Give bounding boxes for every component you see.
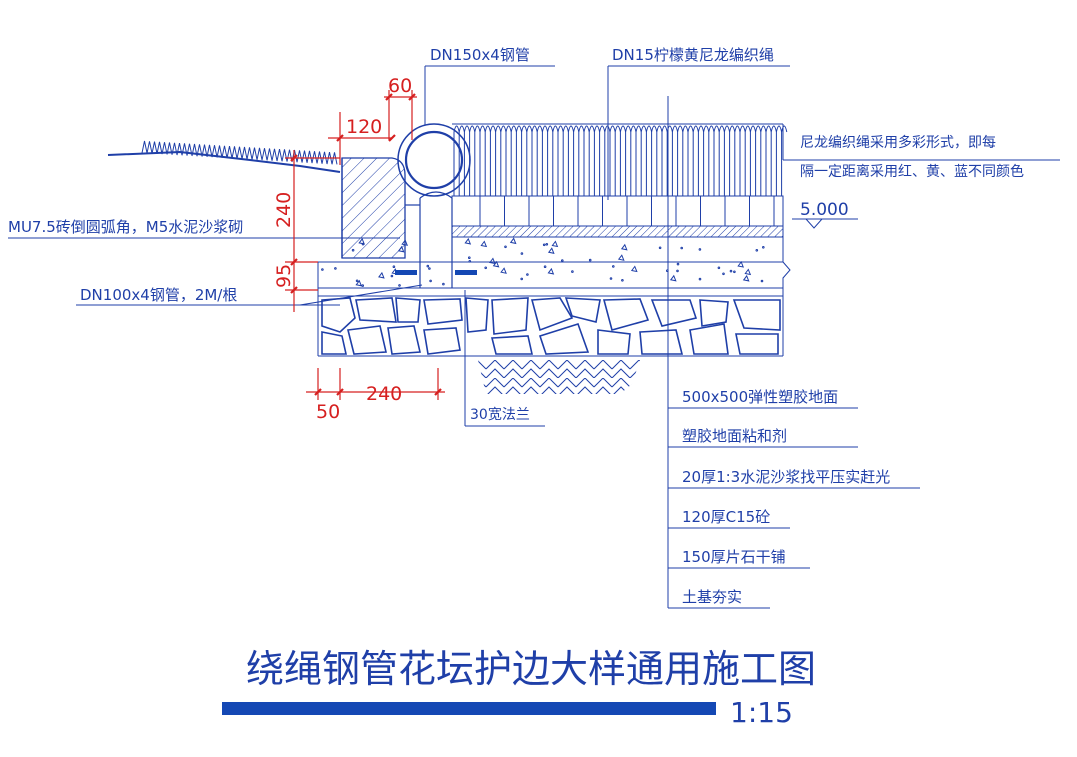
dim-50: 50 (316, 401, 340, 423)
callout-rope-note-1: 尼龙编织绳采用多彩形式，即每 (800, 134, 996, 151)
leader-lines (8, 65, 1060, 609)
dimension-ticks (290, 93, 442, 396)
layer-2: 塑胶地面粘和剂 (682, 427, 787, 445)
drawing-scale: 1:15 (730, 696, 793, 729)
layer-4: 120厚C15砼 (682, 508, 770, 526)
dim-240-horizontal: 240 (366, 383, 402, 405)
layer-5: 150厚片石干铺 (682, 548, 786, 566)
brick-wall (341, 157, 406, 259)
callout-rope-note-2: 隔一定距离采用红、黄、蓝不同颜色 (800, 163, 1024, 180)
compacted-soil (478, 360, 640, 394)
dim-60: 60 (388, 75, 412, 97)
callout-flange: 30宽法兰 (470, 406, 530, 423)
flange-plates (395, 270, 477, 275)
drawing-title: 绕绳钢管花坛护边大样通用施工图 (246, 647, 816, 691)
nylon-rope-coils (453, 125, 788, 196)
layer-6: 土基夯实 (682, 588, 742, 606)
dim-240-vertical: 240 (273, 192, 295, 228)
planting-soil (107, 140, 341, 173)
layer-3: 20厚1:3水泥沙浆找平压实赶光 (682, 468, 890, 486)
rubber-tile-layer (451, 195, 784, 227)
dim-120: 120 (346, 116, 382, 138)
callout-steel-pipe: DN100x4钢管，2M/根 (80, 286, 237, 304)
elevation-label: 5.000 (800, 200, 849, 220)
rubble-stone-layer (321, 297, 781, 355)
title-bar (222, 702, 716, 715)
adhesive-layer (451, 225, 784, 238)
layer-1: 500x500弹性塑胶地面 (682, 388, 838, 406)
callout-pipe: DN150x4钢管 (430, 46, 530, 64)
dim-95: 95 (273, 264, 295, 288)
callout-rope: DN15柠檬黄尼龙编织绳 (612, 46, 774, 64)
concrete-layer (317, 236, 791, 356)
callout-brick: MU7.5砖倒圆弧角，M5水泥沙浆砌 (8, 218, 243, 236)
